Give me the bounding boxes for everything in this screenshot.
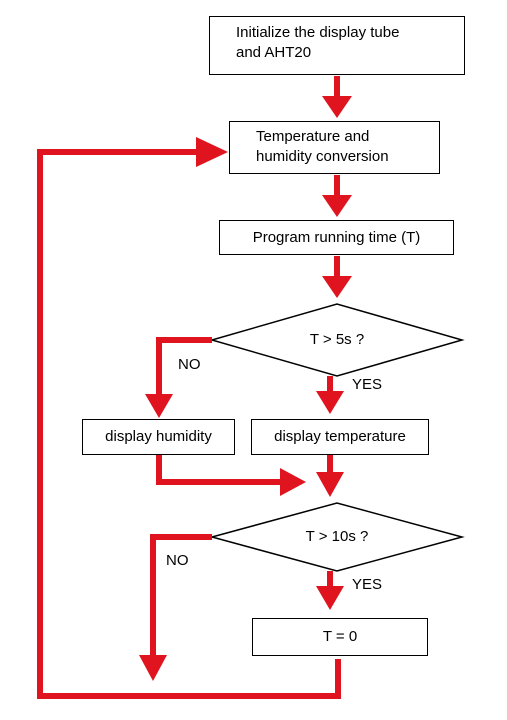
decision1-text: T > 5s ? (309, 331, 365, 348)
line-humidity-to-merge (156, 455, 282, 485)
init-box: Initialize the display tube and AHT20 (209, 16, 465, 75)
display-temperature-box: display temperature (251, 419, 429, 455)
conversion-box: Temperature and humidity conversion (229, 121, 440, 174)
arrowhead-temperature (316, 391, 344, 414)
arrowhead-no-down (139, 655, 167, 681)
arrowhead-loop (196, 137, 228, 167)
runtime-box: Program running time (T) (219, 220, 454, 255)
conversion-text-line1: Temperature and (256, 128, 370, 145)
arrow-no-down (150, 534, 212, 655)
arrowhead-humidity (145, 394, 173, 418)
arrowhead-reset (316, 586, 344, 610)
arrowhead-merge (280, 468, 306, 496)
no-label-1: NO (178, 356, 201, 373)
display-humidity-text: display humidity (105, 428, 212, 445)
yes-label-2: YES (352, 576, 383, 593)
decision-diamond-5s (209, 303, 465, 377)
loop-back-line (37, 149, 341, 699)
decision2-text: T > 10s ? (305, 528, 369, 545)
init-text-line1: Initialize the display tube (236, 24, 400, 41)
arrowhead-runtime (322, 195, 352, 217)
init-text-line2: and AHT20 (236, 44, 312, 61)
arrowhead-decision1 (322, 276, 352, 298)
display-humidity-box: display humidity (82, 419, 235, 455)
reset-box: T = 0 (252, 618, 428, 656)
display-temperature-text: display temperature (274, 428, 406, 445)
arrowhead-decision2 (316, 472, 344, 497)
arrowhead-convert (322, 96, 352, 118)
decision-diamond-10s (209, 502, 465, 572)
arrow-no-to-humidity (156, 337, 212, 394)
yes-label-1: YES (352, 376, 383, 393)
no-label-2: NO (166, 552, 189, 569)
conversion-text-line2: humidity conversion (256, 148, 389, 165)
reset-text: T = 0 (322, 628, 358, 645)
runtime-text: Program running time (T) (252, 228, 421, 246)
